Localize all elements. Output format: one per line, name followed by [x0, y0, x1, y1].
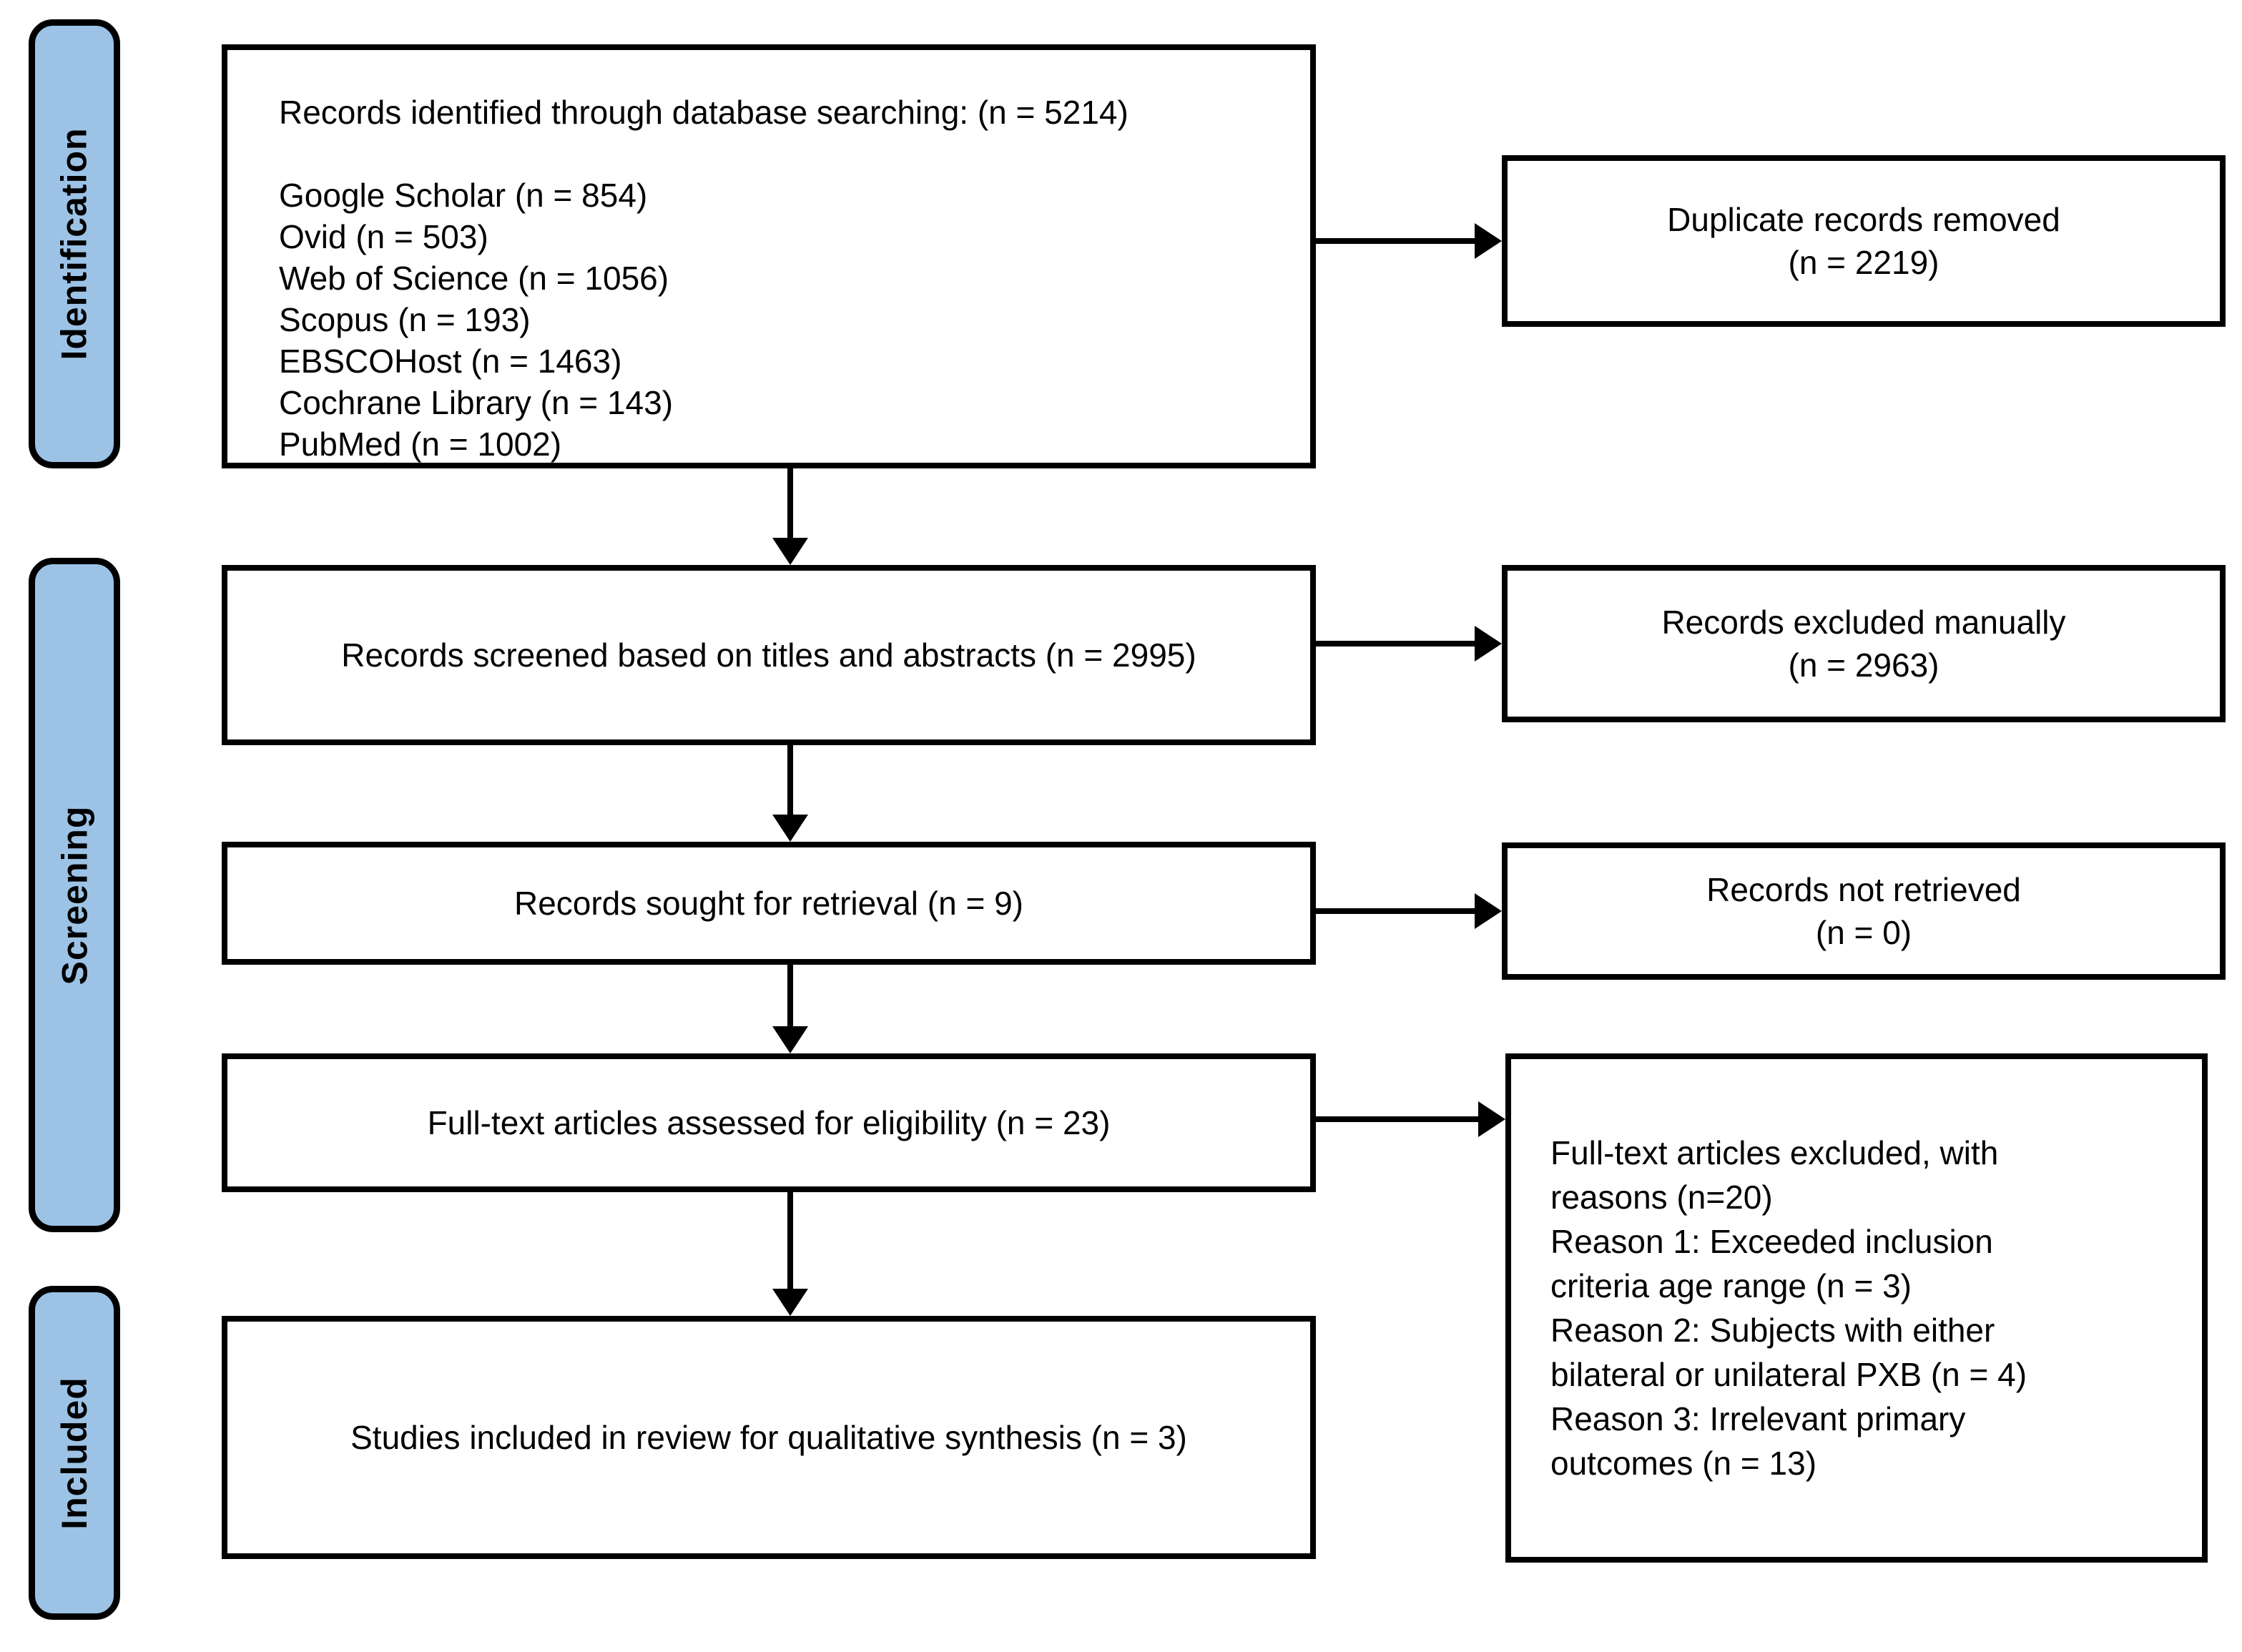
arrow-sought-to-assessed-head-icon [772, 1026, 808, 1053]
source-line-pubmed: PubMed (n = 1002) [279, 426, 562, 463]
not-retrieved-line2: (n = 0) [1815, 914, 1912, 951]
arrow-identified-to-duplicates-line [1316, 238, 1475, 244]
arrow-assessed-to-ftexcluded-line [1316, 1116, 1478, 1122]
arrow-identified-to-screened-line [787, 468, 793, 538]
arrow-assessed-to-included-line [787, 1192, 793, 1289]
arrow-identified-to-screened-head-icon [772, 538, 808, 565]
records-screened-box: Records screened based on titles and abs… [222, 565, 1316, 745]
records-identified-title: Records identified through database sear… [279, 94, 1129, 131]
excluded-manually-line2: (n = 2963) [1788, 646, 1939, 684]
fulltext-excluded-line: criteria age range (n = 3) [1550, 1267, 1912, 1304]
source-line-google-scholar: Google Scholar (n = 854) [279, 177, 648, 214]
studies-included-box: Studies included in review for qualitati… [222, 1316, 1316, 1559]
duplicates-removed-line2: (n = 2219) [1788, 244, 1939, 281]
source-line-ovid: Ovid (n = 503) [279, 218, 488, 255]
fulltext-excluded-line: Reason 3: Irrelevant primary [1550, 1400, 1966, 1437]
arrow-screened-to-excluded-line [1316, 641, 1475, 646]
arrow-screened-to-sought-line [787, 745, 793, 815]
fulltext-excluded-line: bilateral or unilateral PXB (n = 4) [1550, 1356, 2027, 1393]
stage-tab-included: Included [29, 1286, 120, 1620]
source-line-ebscohost: EBSCOHost (n = 1463) [279, 343, 622, 380]
arrow-assessed-to-ftexcluded-head-icon [1478, 1101, 1505, 1137]
arrow-sought-to-notretrieved-line [1316, 908, 1475, 914]
stage-tab-identification: Identification [29, 19, 120, 468]
records-sought-box: Records sought for retrieval (n = 9) [222, 842, 1316, 965]
studies-included-label: Studies included in review for qualitati… [350, 1419, 1187, 1456]
duplicates-removed-box: Duplicate records removed (n = 2219) [1502, 155, 2226, 327]
fulltext-excluded-line: Reason 2: Subjects with either [1550, 1312, 1995, 1349]
fulltext-excluded-box: Full-text articles excluded, with reason… [1505, 1053, 2208, 1563]
arrow-screened-to-excluded-head-icon [1475, 626, 1502, 662]
source-line-web-of-science: Web of Science (n = 1056) [279, 260, 669, 297]
excluded-manually-line1: Records excluded manually [1661, 604, 2066, 641]
not-retrieved-box: Records not retrieved (n = 0) [1502, 842, 2226, 980]
fulltext-excluded-line: Reason 1: Exceeded inclusion [1550, 1223, 1993, 1260]
source-line-scopus: Scopus (n = 193) [279, 301, 531, 338]
fulltext-assessed-box: Full-text articles assessed for eligibil… [222, 1053, 1316, 1192]
not-retrieved-line1: Records not retrieved [1706, 871, 2021, 908]
records-screened-label: Records screened based on titles and abs… [341, 636, 1196, 674]
source-line-cochrane: Cochrane Library (n = 143) [279, 384, 674, 421]
stage-label-included: Included [54, 1376, 95, 1530]
fulltext-excluded-line: reasons (n=20) [1550, 1179, 1773, 1216]
arrow-screened-to-sought-head-icon [772, 815, 808, 842]
arrow-identified-to-duplicates-head-icon [1475, 223, 1502, 259]
stage-label-identification: Identification [54, 127, 95, 360]
records-sought-label: Records sought for retrieval (n = 9) [513, 885, 1024, 922]
stage-tab-screening: Screening [29, 558, 120, 1232]
arrow-sought-to-assessed-line [787, 965, 793, 1026]
duplicates-removed-line1: Duplicate records removed [1667, 201, 2060, 238]
records-identified-box: Records identified through database sear… [222, 44, 1316, 468]
fulltext-excluded-line: outcomes (n = 13) [1550, 1445, 1817, 1482]
arrow-assessed-to-included-head-icon [772, 1289, 808, 1316]
fulltext-excluded-line: Full-text articles excluded, with [1550, 1134, 1999, 1171]
excluded-manually-box: Records excluded manually (n = 2963) [1502, 565, 2226, 722]
stage-label-screening: Screening [54, 805, 94, 985]
arrow-sought-to-notretrieved-head-icon [1475, 893, 1502, 929]
fulltext-assessed-label: Full-text articles assessed for eligibil… [427, 1104, 1111, 1141]
